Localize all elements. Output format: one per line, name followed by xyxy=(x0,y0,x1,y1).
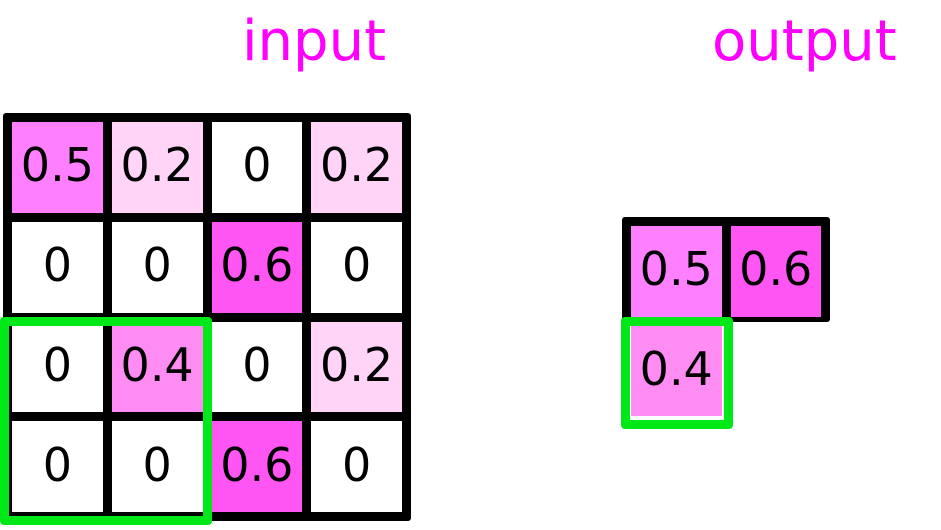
input-cell-r1c2: 0.2 xyxy=(111,122,203,213)
input-cell-r3c4: 0.2 xyxy=(311,321,402,413)
input-cell-r3c2: 0.4 xyxy=(111,321,203,413)
input-cell-value: 0 xyxy=(341,238,372,293)
input-cell-value: 0.6 xyxy=(220,238,294,293)
input-cell-r4c2: 0 xyxy=(111,421,203,512)
input-cell-value: 0 xyxy=(142,437,172,492)
input-cell-value: 0.5 xyxy=(20,138,94,193)
input-cell-value: 0 xyxy=(242,138,272,193)
input-cell-value: 0.4 xyxy=(120,337,194,392)
input-cell-value: 0 xyxy=(42,437,73,492)
output-cell-r1c1: 0.5 xyxy=(631,226,722,317)
input-cell-r1c3: 0 xyxy=(211,122,303,213)
output-cell-value: 0.4 xyxy=(639,341,713,396)
output-grid: 0.5 0.6 0.4 xyxy=(622,217,830,425)
input-cell-r4c1: 0 xyxy=(12,421,103,512)
input-cell-value: 0 xyxy=(142,238,172,293)
input-cell-value: 0.6 xyxy=(220,437,294,492)
output-cell-r1c2: 0.6 xyxy=(730,226,821,317)
input-cell-value: 0 xyxy=(242,337,272,392)
input-cell-r4c4: 0 xyxy=(311,421,402,512)
input-cell-r3c1: 0 xyxy=(12,321,103,413)
output-cell-value: 0.5 xyxy=(639,242,713,297)
input-panel-title: input xyxy=(242,9,387,74)
input-cell-r3c3: 0 xyxy=(211,321,303,413)
input-cell-value: 0 xyxy=(341,437,372,492)
output-panel-title: output xyxy=(712,9,897,74)
input-cell-r2c1: 0 xyxy=(12,221,103,313)
output-cell-value: 0.6 xyxy=(739,242,813,297)
input-grid: 0.5 0.2 0 0.2 0 0 0.6 0 0 0.4 0 0.2 0 0 0.6 0 xyxy=(3,113,411,521)
input-cell-r2c4: 0 xyxy=(311,221,402,313)
input-cell-value: 0.2 xyxy=(320,337,394,392)
input-cell-value: 0 xyxy=(42,337,73,392)
input-cell-value: 0.2 xyxy=(320,138,394,193)
output-cell-r2c2 xyxy=(731,326,822,417)
input-cell-r2c2: 0 xyxy=(111,221,203,313)
input-cell-r1c4: 0.2 xyxy=(311,122,402,213)
input-cell-r4c3: 0.6 xyxy=(211,421,303,512)
input-cell-r1c1: 0.5 xyxy=(12,122,103,213)
input-cell-r2c3: 0.6 xyxy=(211,221,303,313)
output-cell-r2c1: 0.4 xyxy=(631,325,722,416)
input-cell-value: 0.2 xyxy=(120,138,194,193)
input-cell-value: 0 xyxy=(42,238,73,293)
input-grid-container: 0.5 0.2 0 0.2 0 0 0.6 0 0 0.4 0 0.2 0 0 0.6 0 xyxy=(0,113,411,525)
output-grid-container: 0.5 0.6 0.4 xyxy=(621,217,830,429)
